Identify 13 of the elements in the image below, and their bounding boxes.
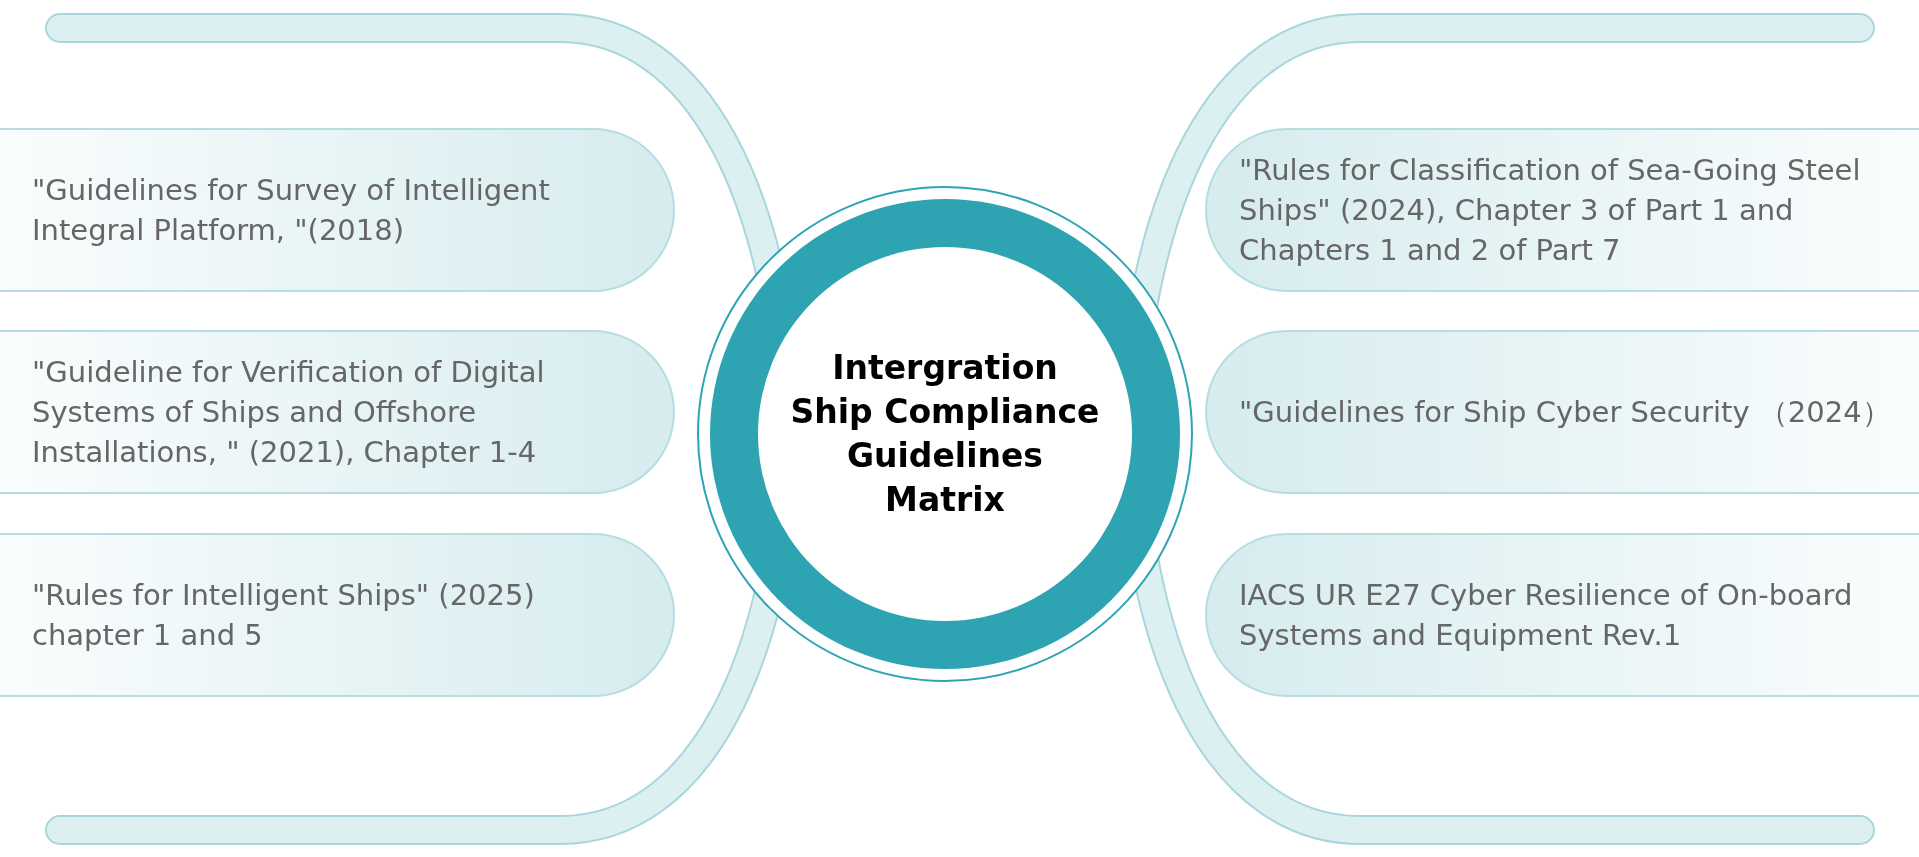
guideline-box <box>0 533 675 697</box>
guideline-text: "Guidelines for Ship Cyber Security （2024） <box>1239 394 1891 431</box>
guideline-box <box>0 330 675 494</box>
guideline-text: IACS UR E27 Cyber Resilience of On-board Systems and Equipment Rev.1 <box>1239 577 1854 654</box>
guideline-box <box>0 128 675 292</box>
guideline-text: "Guidelines for Survey of Intelligent Integral Platform, "(2018) <box>32 172 551 249</box>
guideline-text: "Rules for Classification of Sea-Going Steel Ships" (2024), Chapter 3 of Part 1 and Chapters 1 and 2 of Part 7 <box>1239 152 1862 269</box>
guideline-text: "Rules for Intelligent Ships" (2025) chapter 1 and 5 <box>32 577 536 654</box>
title-text: Intergration Ship Compliance Guidelines Matrix <box>758 247 1132 621</box>
guideline-box <box>1205 128 1919 292</box>
guideline-text: "Guideline for Verification of Digital Systems of Ships and Offshore Installations, " (2021), Chapter 1-4 <box>32 354 546 471</box>
guideline-box <box>1205 533 1919 697</box>
guideline-box <box>1205 330 1919 494</box>
